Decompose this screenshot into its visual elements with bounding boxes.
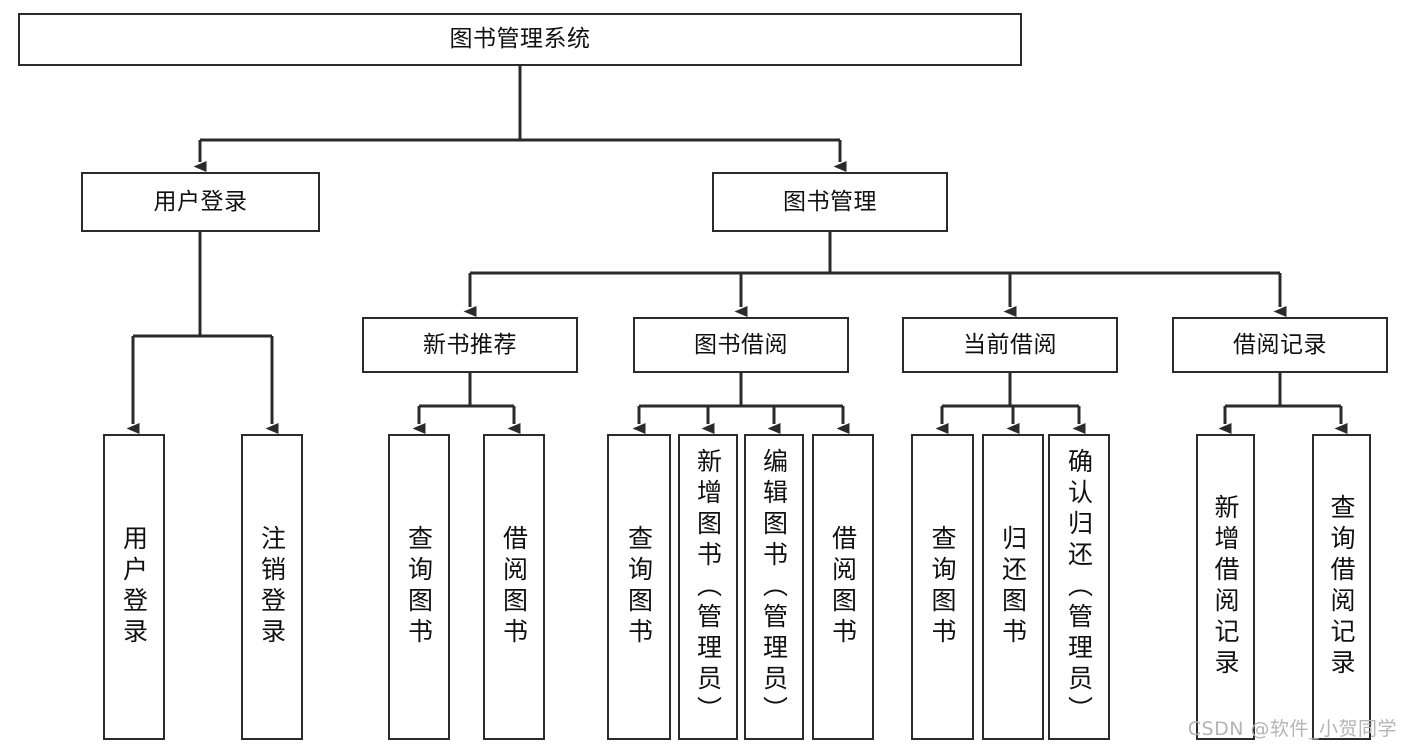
node-leaf-rec-borrow-book[interactable]: 借阅图书 — [483, 434, 545, 740]
node-leaf-brw-query-book[interactable]: 查询图书 — [607, 434, 671, 740]
node-label: 注销登录 — [257, 525, 287, 649]
watermark-text: CSDN @软件_小贺同学 — [1187, 718, 1397, 740]
node-label: 确认归还（管理员） — [1064, 447, 1094, 727]
node-leaf-rec-query-book[interactable]: 查询图书 — [388, 434, 450, 740]
node-leaf-brw-edit-book[interactable]: 编辑图书（管理员） — [744, 434, 804, 740]
node-leaf-cur-return-book[interactable]: 归还图书 — [982, 434, 1044, 740]
node-label: 图书管理系统 — [449, 26, 591, 53]
node-label: 借阅图书 — [499, 525, 529, 649]
node-root-system[interactable]: 图书管理系统 — [18, 13, 1022, 66]
node-leaf-user-login[interactable]: 用户登录 — [103, 434, 165, 740]
node-leaf-cur-confirm-return[interactable]: 确认归还（管理员） — [1048, 434, 1110, 740]
node-label: 借阅记录 — [1233, 331, 1327, 358]
node-label: 查询图书 — [404, 525, 434, 649]
node-leaf-rec-add-record[interactable]: 新增借阅记录 — [1196, 434, 1255, 740]
node-new-book-recommend[interactable]: 新书推荐 — [362, 317, 578, 373]
node-label: 新增图书（管理员） — [693, 447, 723, 727]
node-current-borrow[interactable]: 当前借阅 — [902, 317, 1118, 373]
node-user-login[interactable]: 用户登录 — [81, 172, 320, 232]
node-label: 查询图书 — [624, 525, 654, 649]
node-leaf-rec-query-record[interactable]: 查询借阅记录 — [1312, 434, 1371, 740]
node-label: 归还图书 — [998, 525, 1028, 649]
node-leaf-user-logout[interactable]: 注销登录 — [241, 434, 303, 740]
node-label: 查询图书 — [928, 525, 957, 649]
node-label: 图书借阅 — [694, 331, 788, 358]
node-label: 当前借阅 — [963, 331, 1057, 358]
node-label: 编辑图书（管理员） — [759, 447, 789, 727]
node-book-manage[interactable]: 图书管理 — [712, 172, 948, 232]
node-label: 用户登录 — [119, 525, 149, 649]
node-leaf-cur-query-book[interactable]: 查询图书 — [911, 434, 974, 740]
node-borrow-record[interactable]: 借阅记录 — [1172, 317, 1388, 373]
node-label: 借阅图书 — [828, 525, 858, 649]
node-leaf-brw-add-book[interactable]: 新增图书（管理员） — [678, 434, 738, 740]
node-label: 新增借阅记录 — [1211, 494, 1240, 680]
node-label: 新书推荐 — [423, 331, 517, 358]
node-leaf-brw-borrow-book[interactable]: 借阅图书 — [812, 434, 874, 740]
node-label: 图书管理 — [783, 188, 877, 215]
node-label: 用户登录 — [153, 188, 248, 215]
node-label: 查询借阅记录 — [1327, 494, 1356, 680]
node-book-borrow[interactable]: 图书借阅 — [633, 317, 849, 373]
